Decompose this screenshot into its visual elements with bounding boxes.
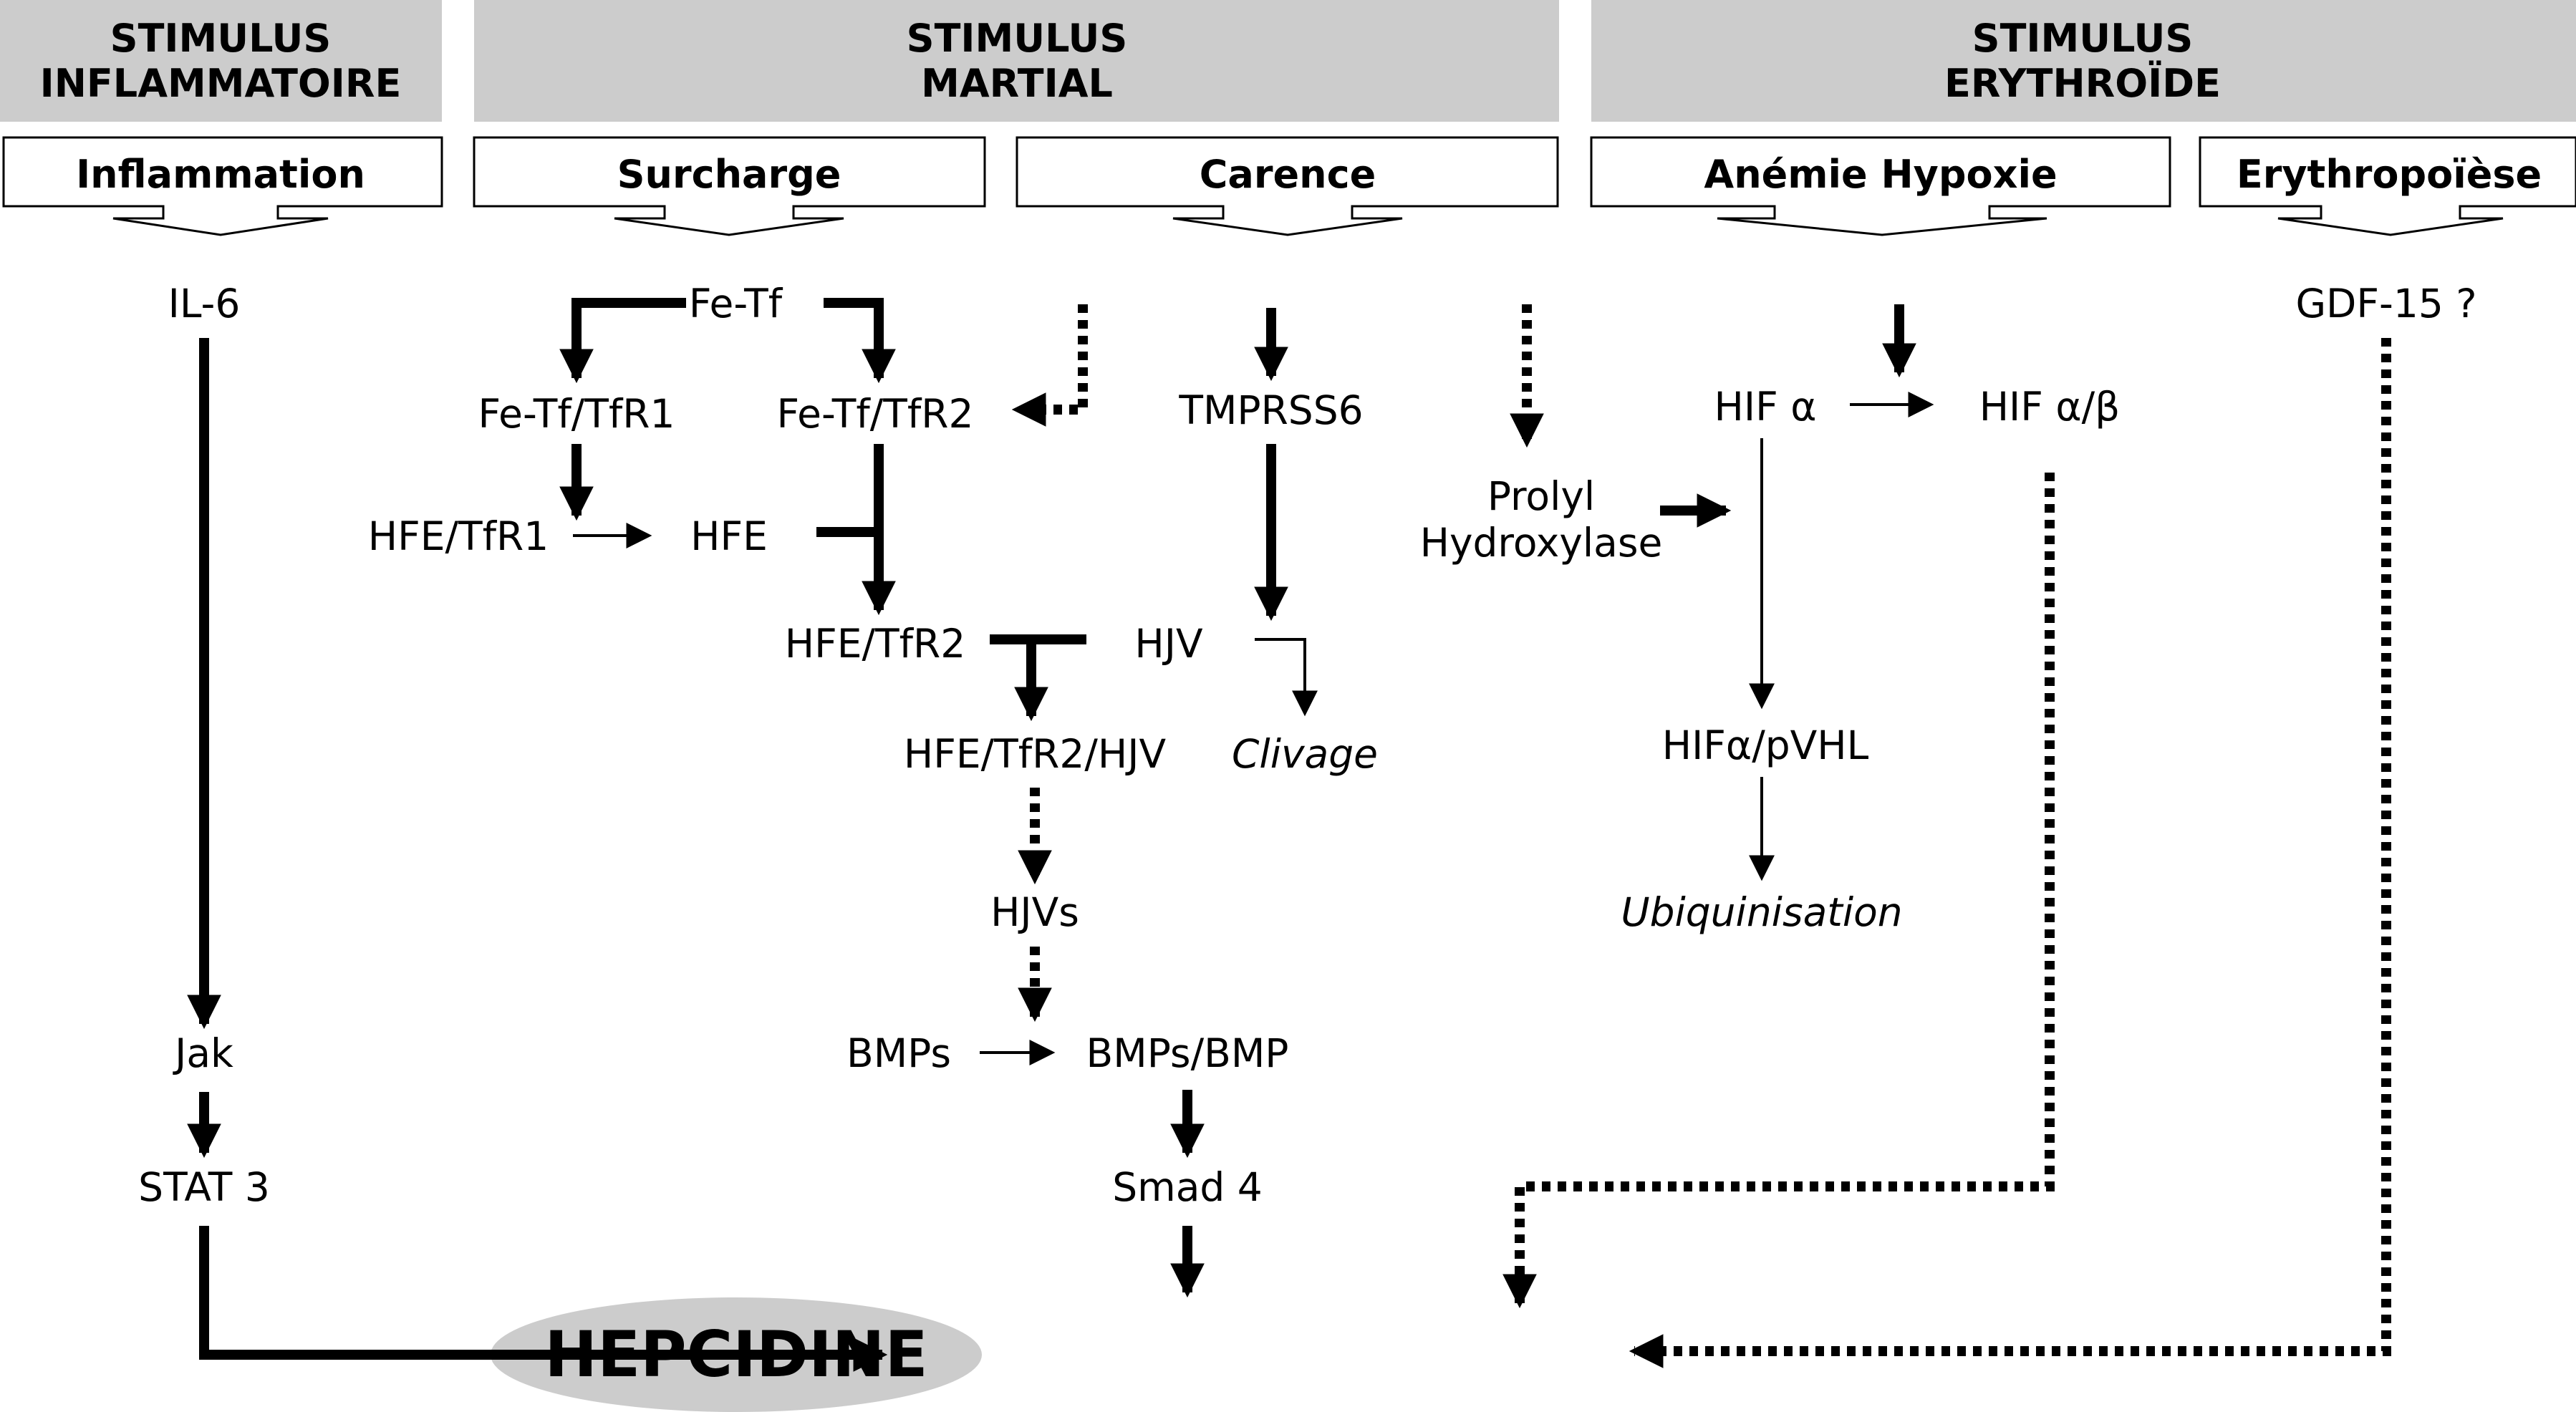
- stimulus-inflammation-box: [2, 136, 443, 236]
- arrow-fetf-to-tfr1: [559, 298, 686, 384]
- node-hfe: HFE: [690, 513, 768, 559]
- node-il6: IL-6: [168, 281, 241, 327]
- arrow-gdf15-to-hepcidin: [1629, 338, 2391, 1368]
- node-hjvs: HJVs: [990, 889, 1079, 935]
- node-fe-tf: Fe-Tf: [689, 281, 783, 327]
- arrow-deficiency-dashed-to-tfr2: [1011, 304, 1088, 427]
- node-hydroxylase: Hydroxylase: [1420, 520, 1663, 566]
- node-prolyl: Prolyl: [1487, 473, 1595, 519]
- node-hjv: HJV: [1134, 621, 1203, 667]
- node-fe-tf-tfr2: Fe-Tf/TfR2: [777, 391, 974, 437]
- stimulus-anemia-hypoxia-label: Anémie Hypoxie: [1704, 152, 2057, 197]
- node-bmps: BMPs: [846, 1030, 951, 1076]
- header-erythroid-box: [1591, 0, 2576, 122]
- header-inflammatory-line2: INFLAMMATOIRE: [40, 61, 402, 106]
- arrow-hfe-tfr2-to-complex: [990, 634, 1086, 716]
- node-gdf15: GDF-15 ?: [2295, 281, 2476, 327]
- stimulus-overload-label: Surcharge: [617, 152, 841, 197]
- header-iron-line1: STIMULUS: [907, 16, 1128, 61]
- header-erythroid-line2: ERYTHROÏDE: [1944, 61, 2221, 106]
- node-hif-pvhl: HIFα/pVHL: [1662, 722, 1869, 768]
- arrow-stat3-to-hepcidin: [199, 1226, 888, 1372]
- header-iron-line2: MARTIAL: [921, 61, 1113, 106]
- node-cleavage: Clivage: [1232, 731, 1378, 777]
- arrow-hjv-to-cleavage: [1255, 638, 1318, 717]
- stimulus-overload-box: [473, 136, 986, 236]
- stimulus-anemia-hypoxia-box: [1590, 136, 2171, 236]
- stimulus-erythropoiesis-label: Erythropoïèse: [2237, 152, 2542, 197]
- node-tmprss6: TMPRSS6: [1178, 387, 1363, 433]
- stimulus-inflammation-label: Inflammation: [76, 152, 365, 197]
- node-bmps-bmp: BMPs/BMP: [1086, 1030, 1289, 1076]
- node-hfe-tfr2: HFE/TfR2: [785, 621, 965, 667]
- node-hfe-tfr2-hjv: HFE/TfR2/HJV: [904, 731, 1167, 777]
- node-hif-alpha: HIF α: [1714, 384, 1817, 430]
- header-inflammatory-box: [0, 0, 442, 122]
- stimulus-deficiency-box: [1016, 136, 1559, 236]
- stimulus-deficiency-label: Carence: [1200, 152, 1376, 197]
- node-hfe-tfr1: HFE/TfR1: [368, 513, 549, 559]
- header-erythroid-line1: STIMULUS: [1972, 16, 2194, 61]
- node-fe-tf-tfr1: Fe-Tf/TfR1: [478, 391, 675, 437]
- node-smad4: Smad 4: [1112, 1164, 1263, 1210]
- node-hif-alpha-beta: HIF α/β: [1979, 384, 2121, 430]
- arrow-fetf-to-tfr2: [824, 298, 896, 384]
- header-iron-box: [474, 0, 1559, 122]
- node-jak: Jak: [173, 1030, 233, 1076]
- arrow-hif-alpha-beta-to-hepcidin: [1502, 473, 2055, 1309]
- stimulus-erythropoiesis-box: [2199, 136, 2576, 236]
- header-inflammatory-line1: STIMULUS: [110, 16, 332, 61]
- node-stat3: STAT 3: [138, 1164, 270, 1210]
- node-ubiquitination: Ubiquinisation: [1621, 889, 1902, 935]
